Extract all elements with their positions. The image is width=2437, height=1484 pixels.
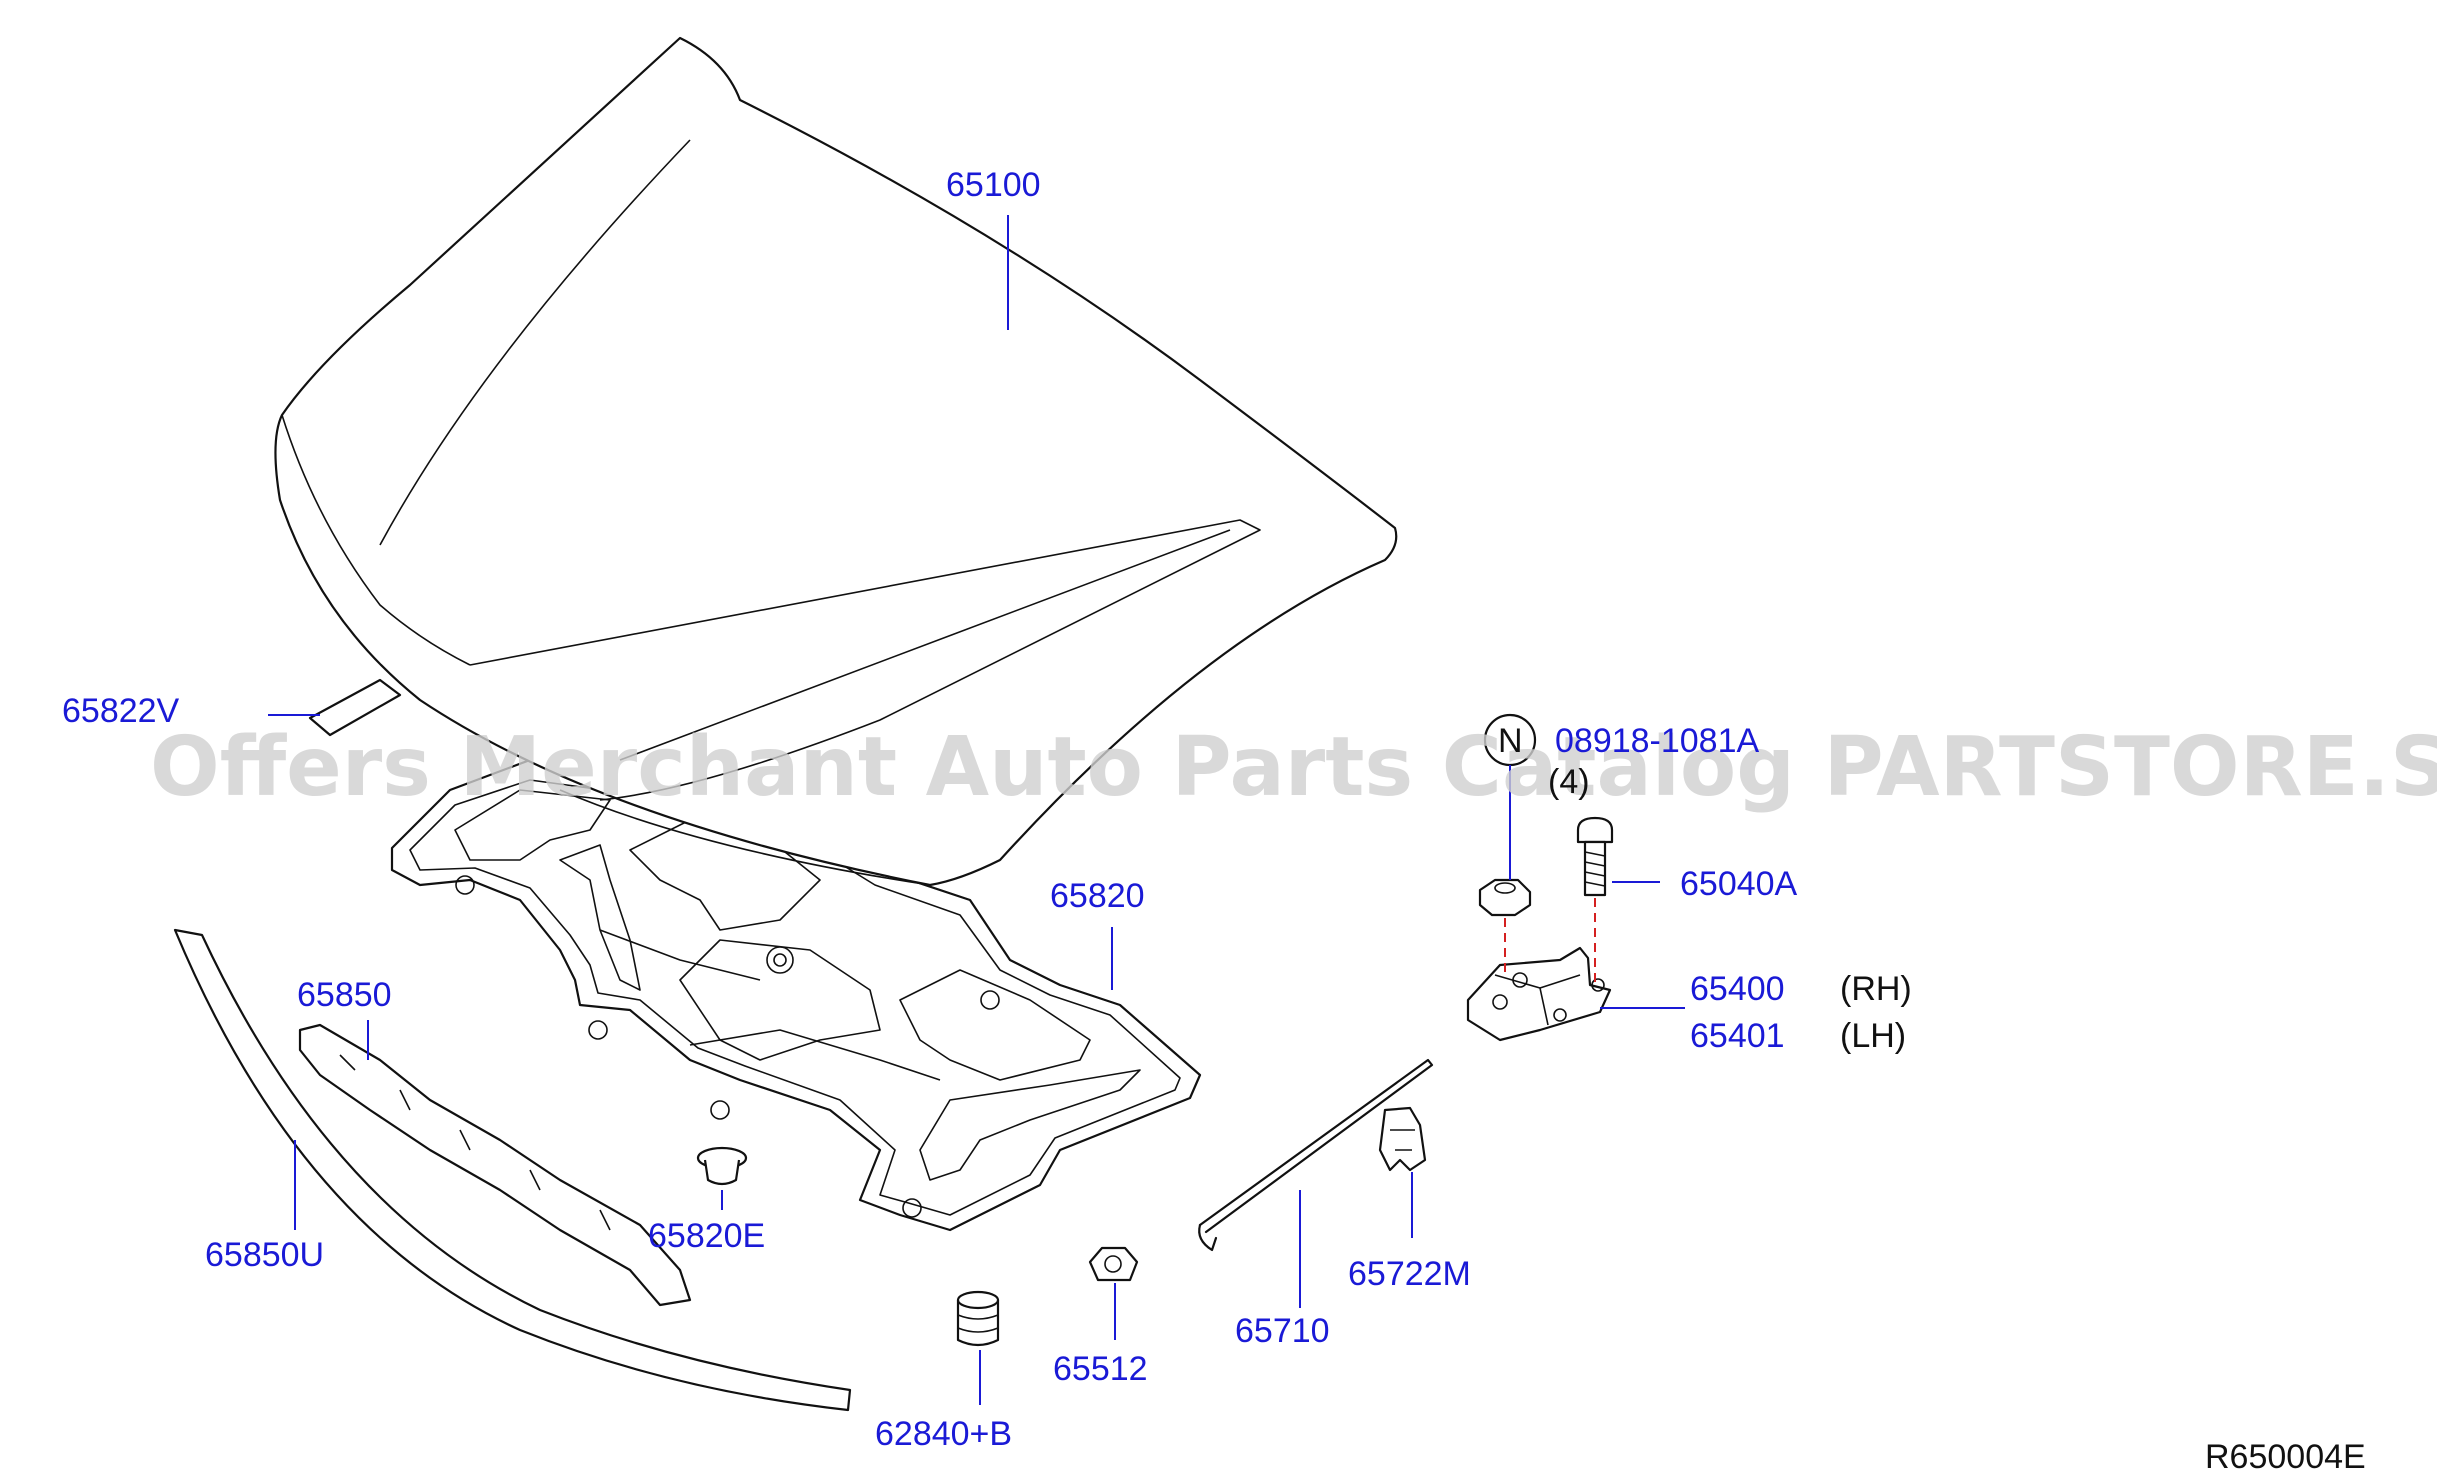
label-nut-qty: (4) <box>1548 763 1590 801</box>
label-hood[interactable]: 65100 <box>946 166 1041 204</box>
label-lh: (LH) <box>1840 1017 1906 1055</box>
front-seal-drawing <box>298 1023 692 1307</box>
hood-stay-drawing <box>1198 1058 1434 1252</box>
label-rh: (RH) <box>1840 970 1912 1008</box>
label-stay-clip[interactable]: 65722M <box>1348 1255 1471 1293</box>
leader-lines <box>268 215 1685 1405</box>
watermark: Offers Merchant Auto Parts Catalog PARTS… <box>150 720 2437 815</box>
hood-hinge-drawing <box>1466 946 1612 1042</box>
rubber-bumper-drawing <box>956 1290 1000 1347</box>
label-front-seal-u[interactable]: 65850U <box>205 1236 324 1274</box>
label-hinge-lh[interactable]: 65401 <box>1690 1017 1785 1055</box>
hood-seal-v-drawing <box>308 678 402 737</box>
stay-clip-drawing <box>1378 1106 1427 1172</box>
reference-code: R650004E <box>2205 1438 2366 1476</box>
label-hinge-bolt[interactable]: 65040A <box>1680 865 1798 903</box>
hinge-bolt-drawing <box>1576 816 1614 897</box>
hood-drawing <box>274 36 1398 887</box>
insulator-clip-drawing <box>696 1146 748 1186</box>
label-rubber-bumper[interactable]: 62840+B <box>875 1415 1012 1453</box>
label-hood-stay[interactable]: 65710 <box>1235 1312 1330 1350</box>
label-front-seal[interactable]: 65850 <box>297 976 392 1014</box>
bumper-nut-drawing <box>1088 1246 1139 1282</box>
label-hood-seal-v[interactable]: 65822V <box>62 692 180 730</box>
label-hood-insulator[interactable]: 65820 <box>1050 877 1145 915</box>
label-bumper-nut[interactable]: 65512 <box>1053 1350 1148 1388</box>
nut-marker-letter: N <box>1498 722 1523 760</box>
front-seal-u-drawing <box>173 928 852 1412</box>
nut-drawing <box>1478 878 1532 917</box>
label-insulator-clip[interactable]: 65820E <box>648 1217 765 1255</box>
label-nut-part[interactable]: 08918-1081A <box>1555 722 1760 760</box>
label-hinge-rh[interactable]: 65400 <box>1690 970 1785 1008</box>
